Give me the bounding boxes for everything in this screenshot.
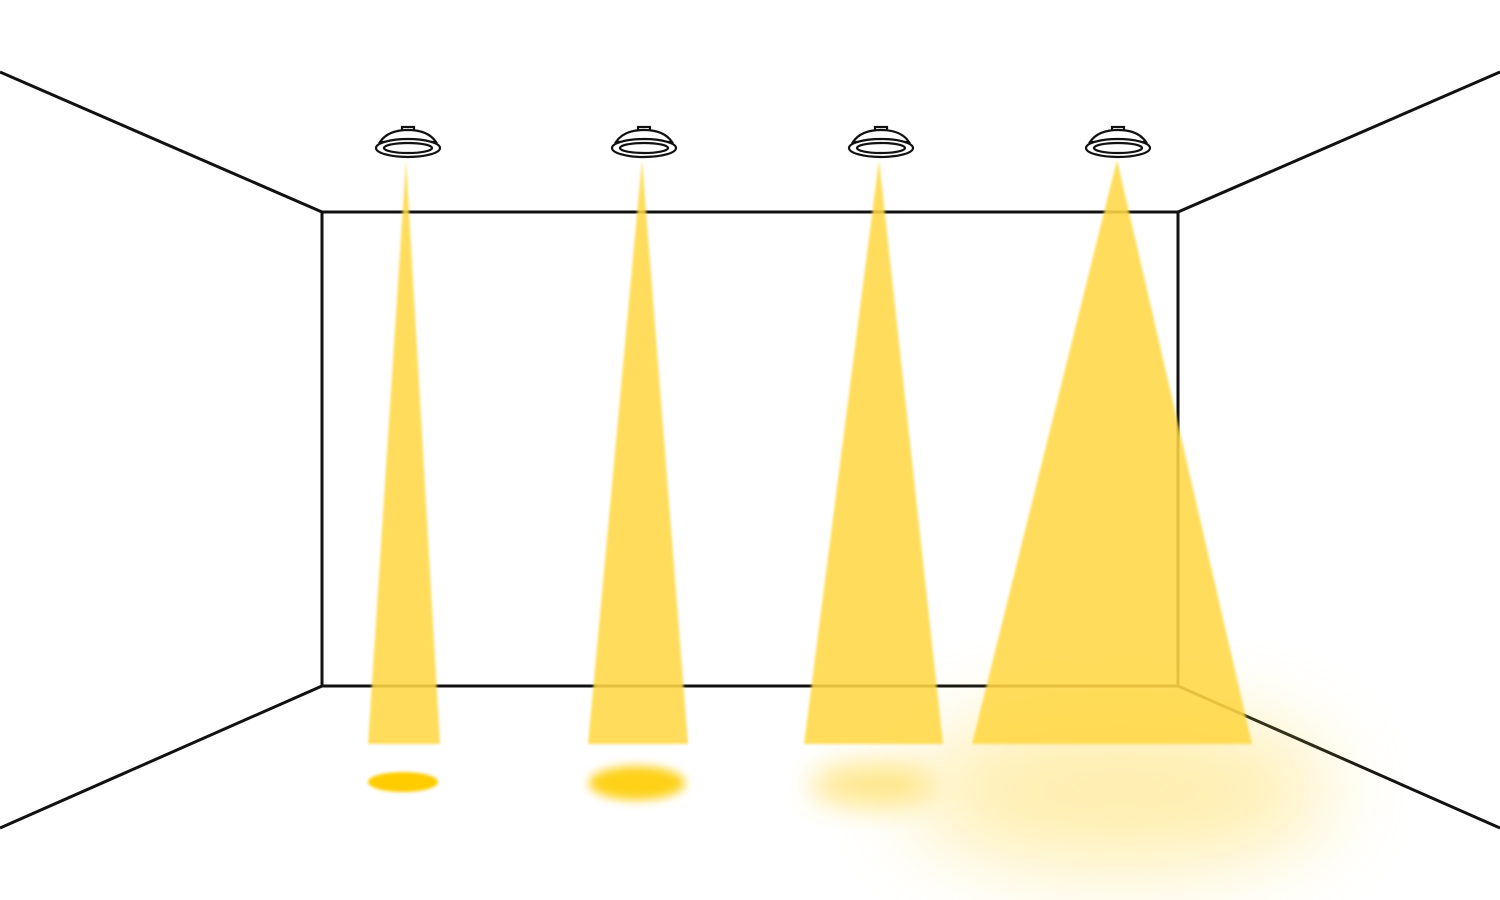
floor-spots <box>368 715 1330 865</box>
floor-spot-2 <box>368 772 438 792</box>
floor-spot-3 <box>589 766 685 800</box>
downlights <box>374 125 1152 159</box>
light-beam-2 <box>588 160 688 744</box>
light-beam-3 <box>804 160 943 744</box>
downlight-icon <box>1084 125 1152 159</box>
floor-spot-1 <box>910 715 1330 865</box>
downlight-icon <box>374 125 442 159</box>
ceiling-edge-left <box>0 70 323 214</box>
light-beam-4 <box>972 160 1252 744</box>
floor-edge-left <box>0 684 323 830</box>
light-beam-1 <box>368 160 440 744</box>
downlight-icon <box>610 125 678 159</box>
downlight-icon <box>847 125 915 159</box>
floor-spot-4 <box>810 763 934 807</box>
room-outline <box>0 70 1500 830</box>
light-beams <box>368 160 1252 744</box>
ceiling-edge-right <box>1177 70 1500 214</box>
